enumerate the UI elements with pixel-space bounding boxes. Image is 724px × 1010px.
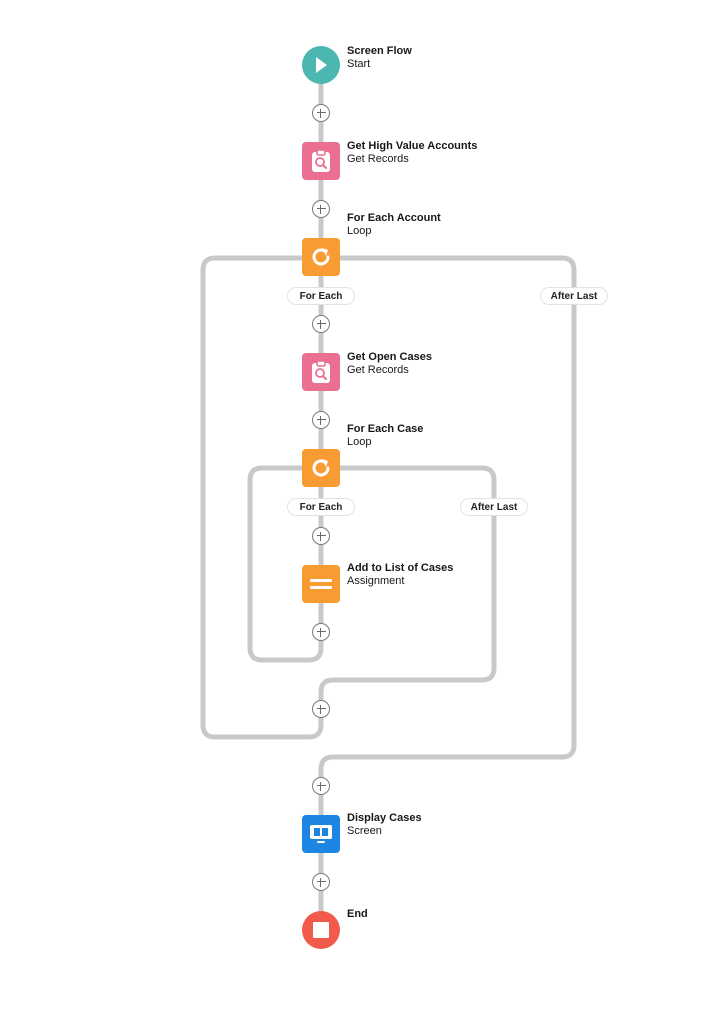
add-to-list-of-cases-title: Add to List of Cases — [347, 562, 454, 574]
add-to-list-of-cases-type: Assignment — [347, 575, 405, 587]
add-element-button[interactable] — [312, 527, 330, 545]
for-each-account-node[interactable] — [302, 238, 340, 276]
connector-inner-afterlast — [318, 465, 497, 728]
end-node-label: End — [347, 908, 368, 921]
get-high-value-accounts-title: Get High Value Accounts — [347, 140, 478, 152]
connector-inner-loopback — [247, 465, 324, 663]
start-node[interactable] — [302, 46, 340, 84]
display-cases-title: Display Cases — [347, 812, 422, 824]
for-each-account-label: For Each Account Loop — [347, 212, 441, 238]
get-high-value-accounts-type: Get Records — [347, 153, 409, 165]
get-high-value-accounts-node[interactable] — [302, 142, 340, 180]
for-each-case-label: For Each Case Loop — [347, 423, 423, 449]
outer-for-each-branch-label: For Each — [287, 287, 355, 305]
outer-after-last-branch-label: After Last — [540, 287, 608, 305]
display-cases-label: Display Cases Screen — [347, 812, 422, 838]
end-node[interactable] — [302, 911, 340, 949]
clipboard-search-icon — [312, 149, 330, 172]
start-title: Screen Flow — [347, 45, 412, 57]
connector-outer-afterlast — [318, 255, 577, 818]
for-each-case-type: Loop — [347, 436, 372, 448]
stop-icon — [313, 922, 329, 938]
equals-icon — [310, 579, 332, 589]
get-open-cases-label: Get Open Cases Get Records — [347, 351, 432, 377]
get-open-cases-type: Get Records — [347, 364, 409, 376]
add-element-button[interactable] — [312, 200, 330, 218]
connector-outer-loopback — [200, 255, 324, 740]
start-type: Start — [347, 58, 371, 70]
add-element-button[interactable] — [312, 777, 330, 795]
loop-icon — [312, 248, 330, 266]
end-title: End — [347, 908, 368, 920]
get-open-cases-title: Get Open Cases — [347, 351, 432, 363]
display-cases-type: Screen — [347, 825, 382, 837]
for-each-case-title: For Each Case — [347, 423, 424, 435]
add-element-button[interactable] — [312, 873, 330, 891]
add-element-button[interactable] — [312, 104, 330, 122]
display-cases-node[interactable] — [302, 815, 340, 853]
play-icon — [316, 57, 327, 73]
loop-icon — [312, 459, 330, 477]
for-each-account-title: For Each Account — [347, 212, 441, 224]
add-to-list-of-cases-node[interactable] — [302, 565, 340, 603]
for-each-account-type: Loop — [347, 225, 372, 237]
start-node-label: Screen Flow Start — [347, 45, 412, 71]
get-open-cases-node[interactable] — [302, 353, 340, 391]
clipboard-search-icon — [312, 360, 330, 383]
inner-after-last-branch-label: After Last — [460, 498, 528, 516]
for-each-case-node[interactable] — [302, 449, 340, 487]
add-element-button[interactable] — [312, 411, 330, 429]
add-element-button[interactable] — [312, 700, 330, 718]
add-element-button[interactable] — [312, 623, 330, 641]
get-high-value-accounts-label: Get High Value Accounts Get Records — [347, 140, 477, 166]
monitor-icon — [310, 825, 332, 843]
add-element-button[interactable] — [312, 315, 330, 333]
inner-for-each-branch-label: For Each — [287, 498, 355, 516]
add-to-list-of-cases-label: Add to List of Cases Assignment — [347, 562, 453, 588]
